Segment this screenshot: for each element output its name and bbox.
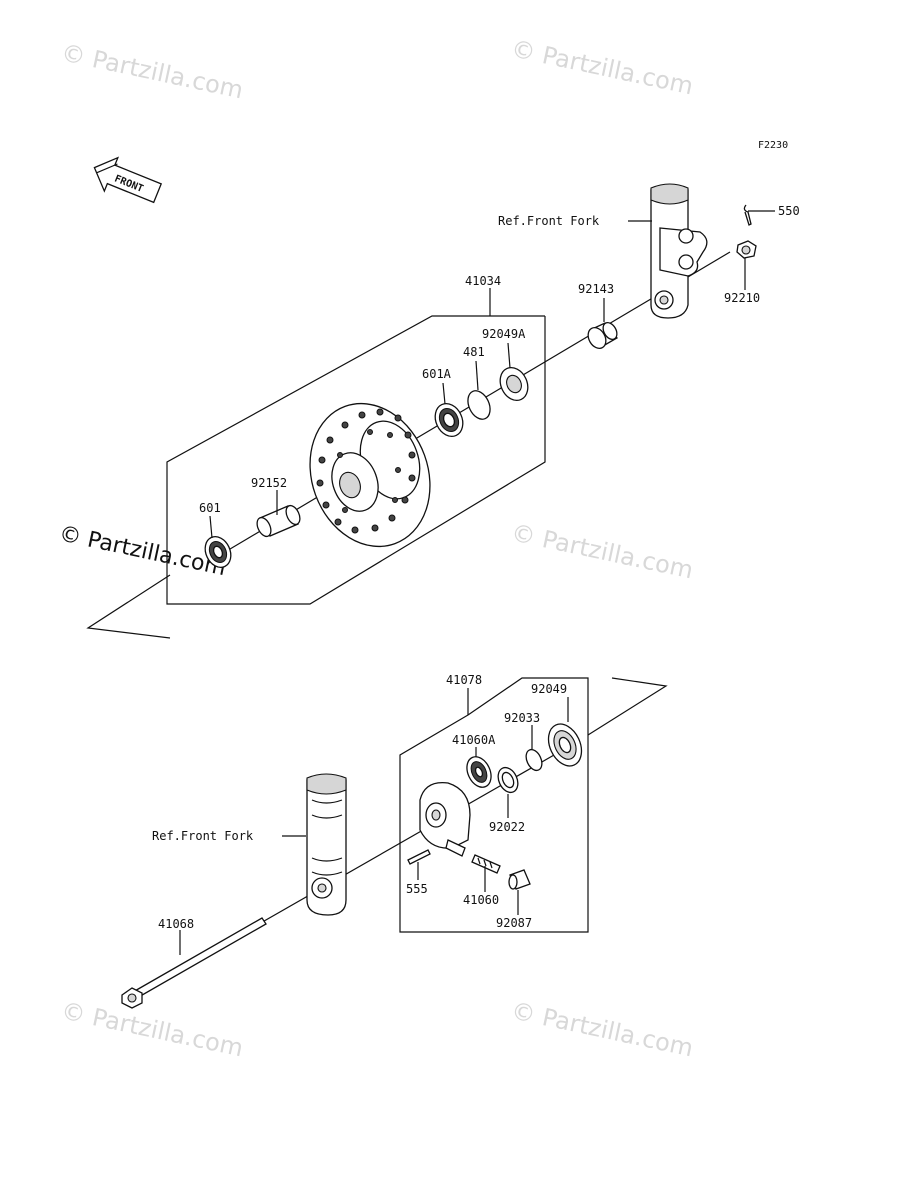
bushing-icon — [508, 869, 531, 890]
callout-41068: 41068 — [158, 917, 194, 931]
group-bracket-41078 — [399, 677, 589, 933]
callout-92033: 92033 — [504, 711, 540, 725]
watermark: © Partzilla.com — [509, 996, 696, 1062]
pin-icon — [407, 849, 431, 865]
ref-front-fork-lower: Ref.Front Fork — [152, 829, 254, 843]
collar-icon — [587, 321, 618, 349]
callout-92152: 92152 — [251, 476, 287, 490]
callout-92143: 92143 — [578, 282, 614, 296]
cotter-pin-icon — [743, 204, 752, 226]
spacer-icon — [256, 504, 301, 538]
callout-41060: 41060 — [463, 893, 499, 907]
speedometer-gear-housing-icon — [419, 781, 471, 857]
washer-icon — [497, 766, 519, 794]
callout-41078: 41078 — [446, 673, 482, 687]
callout-555: 555 — [406, 882, 428, 896]
ref-front-fork-upper: Ref.Front Fork — [498, 214, 600, 228]
callout-601A: 601A — [422, 367, 452, 381]
circlip-icon — [467, 390, 491, 420]
wheel-hub-icon — [309, 402, 431, 548]
front-fork-lower — [306, 773, 347, 916]
watermark: © Partzilla.com — [509, 34, 696, 100]
bearing-icon — [204, 535, 232, 569]
extension-line — [587, 677, 668, 736]
bearing-icon — [434, 402, 464, 438]
callout-601: 601 — [199, 501, 221, 515]
callout-92087: 92087 — [496, 916, 532, 930]
group-bracket-41034 — [166, 288, 546, 605]
callout-92022: 92022 — [489, 820, 525, 834]
callout-92049: 92049 — [531, 682, 567, 696]
circlip-icon — [525, 748, 543, 772]
callout-92210: 92210 — [724, 291, 760, 305]
pinion-gear-icon — [471, 854, 501, 874]
gear-icon — [466, 756, 492, 788]
front-fork-upper — [650, 183, 708, 319]
callout-41034: 41034 — [465, 274, 501, 288]
oil-seal-icon — [547, 723, 583, 767]
leader-lines — [209, 210, 775, 539]
axle-icon — [121, 917, 267, 1009]
watermark: © Partzilla.com — [59, 38, 246, 104]
leader-lines — [179, 697, 569, 955]
watermark: © Partzilla.com — [509, 518, 696, 584]
oil-seal-icon — [499, 366, 529, 402]
callout-92049A: 92049A — [482, 327, 526, 341]
callout-481: 481 — [463, 345, 485, 359]
front-direction-arrow-icon: FRONT — [93, 156, 163, 204]
callout-41060A: 41060A — [452, 733, 496, 747]
watermark-dark: © Partzilla.com — [57, 521, 228, 581]
callout-550: 550 — [778, 204, 800, 218]
extension-line — [86, 574, 171, 639]
watermark: © Partzilla.com — [59, 996, 246, 1062]
castle-nut-icon — [736, 240, 757, 259]
figure-code: F2230 — [758, 140, 788, 151]
